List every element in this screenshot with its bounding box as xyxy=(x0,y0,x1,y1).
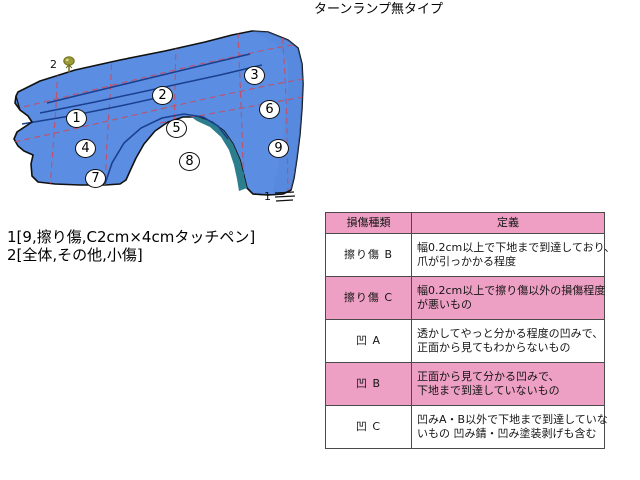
wheel-arch-contour xyxy=(104,113,229,185)
damage-caption-1: 1[9,擦り傷,C2cm×4cmタッチペン] xyxy=(7,228,256,246)
front-fender-damage-diagram: 1 2 3 4 5 6 7 8 9 2 1 xyxy=(0,18,320,213)
definition-line: いもの 凹み錆・凹み塗装剥げも含む xyxy=(417,427,597,440)
definition-line: 正面から見てもわからないもの xyxy=(417,341,571,354)
damage-definition-table: 損傷種類 定義 擦り傷 B 幅0.2cm以上で下地まで到達しており、 爪が引っか… xyxy=(325,212,616,449)
damage-caption-2: 2[全体,その他,小傷] xyxy=(7,246,143,264)
damage-definition-cell: 正面から見て分かる凹みで、 下地まで到達していないもの xyxy=(411,362,605,406)
table-row: 凹 B 正面から見て分かる凹みで、 下地まで到達していないもの xyxy=(325,362,605,406)
damage-kind-cell: 凹 C xyxy=(325,405,412,449)
definition-line: 幅0.2cm以上で擦り傷以外の損傷程度 xyxy=(417,284,606,297)
zone-badge-1[interactable]: 1 xyxy=(66,109,87,128)
wheel-arch-lip xyxy=(190,116,247,191)
header-damage-kind: 損傷種類 xyxy=(325,212,412,234)
zone-badge-2[interactable]: 2 xyxy=(152,86,173,105)
damage-definition-cell: 幅0.2cm以上で下地まで到達しており、 爪が引っかかる程度 xyxy=(411,233,616,277)
fender-front-notch xyxy=(13,95,33,140)
definition-line: 透かしてやっと分かる程度の凹みで、 xyxy=(417,327,604,340)
zone-badge-5[interactable]: 5 xyxy=(166,119,187,138)
damage-marker-2[interactable]: 2 xyxy=(50,56,84,76)
damage-marker-2-label: 2 xyxy=(50,58,57,71)
zone-badge-7[interactable]: 7 xyxy=(85,169,106,188)
damage-marker-1-label: 1 xyxy=(264,190,271,203)
damage-marker-1[interactable]: 1 xyxy=(264,189,300,207)
damage-caption-list: 1[9,擦り傷,C2cm×4cmタッチペン] 2[全体,その他,小傷] xyxy=(7,228,255,264)
definition-line: 幅0.2cm以上で下地まで到達しており、 xyxy=(417,241,616,254)
table-row: 擦り傷 B 幅0.2cm以上で下地まで到達しており、 爪が引っかかる程度 xyxy=(325,233,616,277)
table-row: 凹 C 凹みA・B以外で下地まで到達していな いもの 凹み錆・凹み塗装剥げも含む xyxy=(325,405,608,449)
table-row: 凹 A 透かしてやっと分かる程度の凹みで、 正面から見てもわからないもの xyxy=(325,319,605,363)
damage-kind-cell: 擦り傷 B xyxy=(325,233,412,277)
definition-line: 凹みA・B以外で下地まで到達していな xyxy=(417,413,608,426)
page-title: ターンランプ無タイプ xyxy=(314,2,443,17)
damage-kind-cell: 擦り傷 C xyxy=(325,276,412,320)
zone-badge-3[interactable]: 3 xyxy=(244,66,265,85)
definition-line: 爪が引っかかる程度 xyxy=(417,255,516,268)
damage-kind-cell: 凹 A xyxy=(325,319,412,363)
table-header-row: 損傷種類 定義 xyxy=(325,212,605,234)
push-pin-icon xyxy=(62,56,76,73)
zone-badge-4[interactable]: 4 xyxy=(75,139,96,158)
damage-definition-cell: 幅0.2cm以上で擦り傷以外の損傷程度 が悪いもの xyxy=(411,276,606,320)
zone-badge-9[interactable]: 9 xyxy=(268,139,289,158)
damage-definition-cell: 透かしてやっと分かる程度の凹みで、 正面から見てもわからないもの xyxy=(411,319,605,363)
definition-line: が悪いもの xyxy=(417,298,472,311)
damage-kind-cell: 凹 B xyxy=(325,362,412,406)
zone-badge-6[interactable]: 6 xyxy=(259,100,280,119)
damage-definition-cell: 凹みA・B以外で下地まで到達していな いもの 凹み錆・凹み塗装剥げも含む xyxy=(411,405,608,449)
definition-line: 下地まで到達していないもの xyxy=(417,384,560,397)
header-definition: 定義 xyxy=(411,212,605,234)
table-row: 擦り傷 C 幅0.2cm以上で擦り傷以外の損傷程度 が悪いもの xyxy=(325,276,606,320)
zone-badge-8[interactable]: 8 xyxy=(179,152,200,171)
definition-line: 正面から見て分かる凹みで、 xyxy=(417,370,560,383)
fender-upper-shading xyxy=(252,31,303,195)
scratch-lines-icon xyxy=(274,190,296,204)
